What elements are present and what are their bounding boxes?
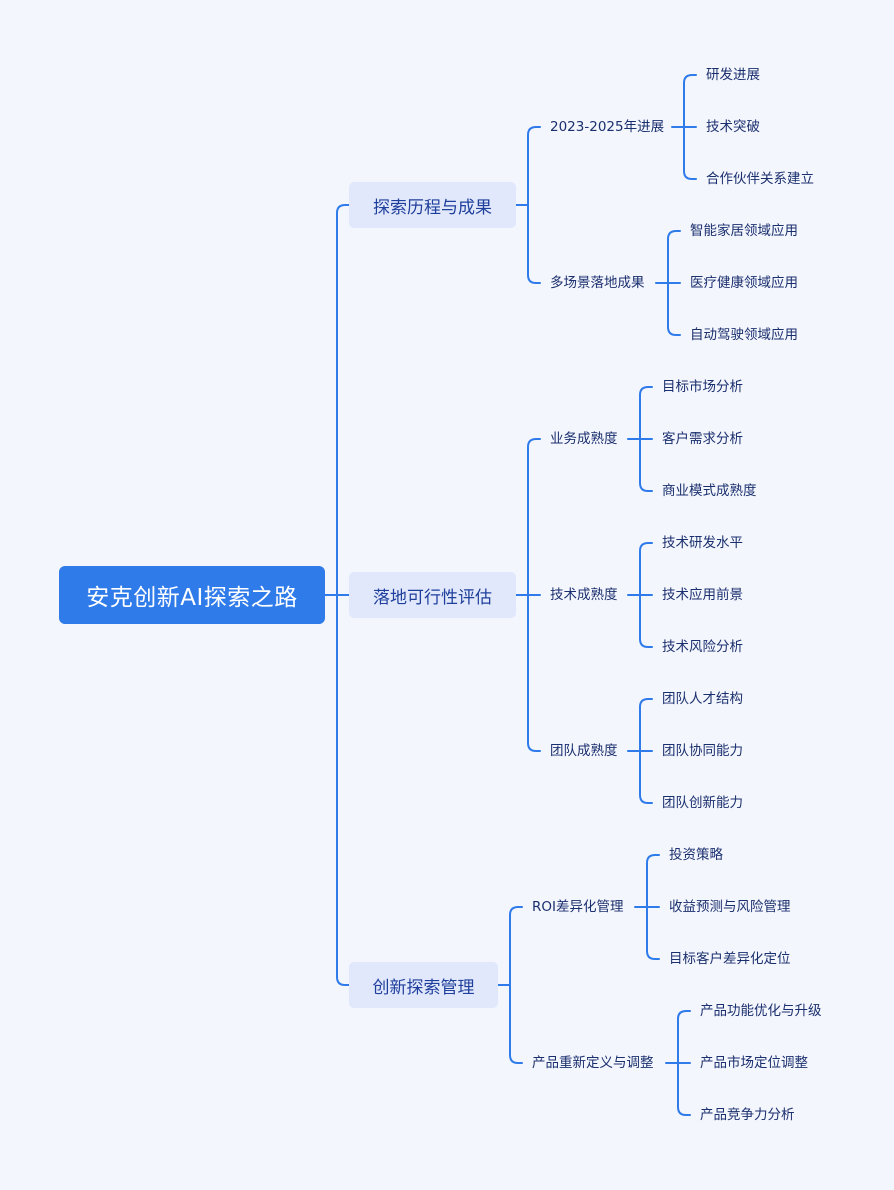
leaf-node[interactable]: 技术突破 [706,119,760,135]
connector-sub-1-1 [627,542,653,648]
leaf-node[interactable]: 技术研发水平 [662,535,743,551]
leaf-node[interactable]: 产品功能优化与升级 [700,1003,822,1019]
connector-sub-1-0 [627,386,653,492]
leaf-node[interactable]: 合作伙伴关系建立 [706,171,814,187]
sub-node-roi[interactable]: ROI差异化管理 [532,899,624,915]
connector-branch-1 [515,438,541,752]
branch-label: 探索历程与成果 [373,197,492,218]
sub-node-technology[interactable]: 技术成熟度 [550,587,618,603]
leaf-node[interactable]: 商业模式成熟度 [662,483,757,499]
leaf-node[interactable]: 客户需求分析 [662,431,743,447]
leaf-node[interactable]: 自动驾驶领域应用 [690,327,798,343]
branch-node-history[interactable]: 探索历程与成果 [349,182,516,228]
leaf-node[interactable]: 目标市场分析 [662,379,743,395]
leaf-node[interactable]: 团队创新能力 [662,795,743,811]
sub-node-business[interactable]: 业务成熟度 [550,431,618,447]
connector-branch-0 [515,126,541,284]
leaf-node[interactable]: 团队人才结构 [662,691,743,707]
connector-sub-2-0 [634,854,660,960]
leaf-node[interactable]: 医疗健康领域应用 [690,275,798,291]
connector-root [324,204,350,986]
leaf-node[interactable]: 目标客户差异化定位 [669,951,791,967]
branch-node-feasibility[interactable]: 落地可行性评估 [349,572,516,618]
leaf-node[interactable]: 团队协同能力 [662,743,743,759]
leaf-node[interactable]: 研发进展 [706,67,760,83]
branch-label: 落地可行性评估 [373,587,492,608]
leaf-node[interactable]: 投资策略 [669,847,723,863]
sub-node-team[interactable]: 团队成熟度 [550,743,618,759]
leaf-node[interactable]: 收益预测与风险管理 [669,899,791,915]
leaf-node[interactable]: 产品竞争力分析 [700,1107,795,1123]
sub-node-progress[interactable]: 2023-2025年进展 [550,119,665,135]
connector-branch-2 [497,906,523,1064]
connector-sub-1-2 [627,698,653,804]
connector-sub-2-1 [665,1010,691,1116]
sub-node-product[interactable]: 产品重新定义与调整 [532,1055,654,1071]
leaf-node[interactable]: 技术风险分析 [662,639,743,655]
leaf-node[interactable]: 产品市场定位调整 [700,1055,808,1071]
leaf-node[interactable]: 智能家居领域应用 [690,223,798,239]
sub-node-scenarios[interactable]: 多场景落地成果 [550,275,645,291]
root-node[interactable]: 安克创新AI探索之路 [59,566,325,624]
branch-node-innovation[interactable]: 创新探索管理 [349,962,498,1008]
connector-sub-0-0 [671,74,697,180]
root-label: 安克创新AI探索之路 [86,585,298,611]
connector-sub-0-1 [655,230,681,336]
branch-label: 创新探索管理 [372,977,475,998]
leaf-node[interactable]: 技术应用前景 [662,587,743,603]
